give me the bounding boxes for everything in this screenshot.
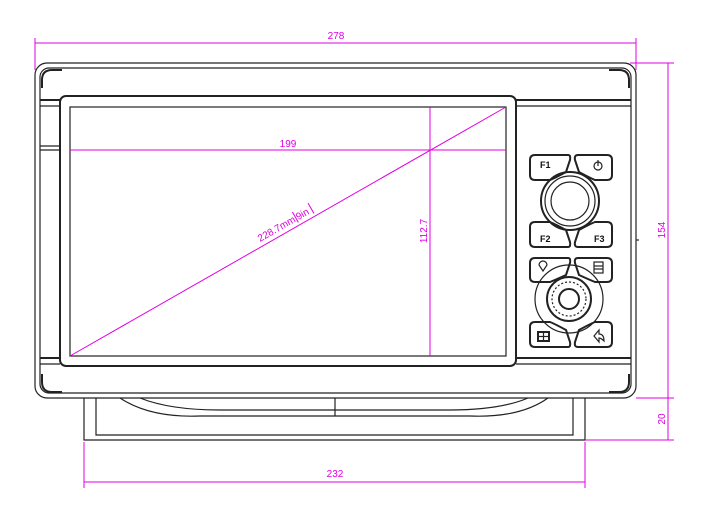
back-arrow-icon bbox=[593, 328, 605, 344]
corner-tr bbox=[609, 69, 630, 88]
joystick-ring[interactable] bbox=[540, 171, 600, 231]
f2-label: F2 bbox=[540, 234, 551, 244]
menu-button[interactable] bbox=[573, 257, 613, 283]
dim-label-278: 278 bbox=[328, 31, 345, 42]
dim-stand-height: 20 bbox=[585, 398, 674, 441]
device-body bbox=[34, 62, 637, 399]
corner-br bbox=[609, 374, 630, 393]
pages-button[interactable] bbox=[529, 321, 572, 348]
dim-stand-width: 232 bbox=[83, 442, 586, 488]
back-button[interactable] bbox=[573, 321, 613, 348]
f2-button[interactable] bbox=[529, 221, 572, 248]
joystick-center[interactable] bbox=[550, 181, 590, 221]
power-button[interactable] bbox=[573, 154, 613, 181]
stand bbox=[83, 397, 586, 441]
f3-button[interactable] bbox=[573, 221, 613, 248]
rotary-knob[interactable] bbox=[546, 276, 592, 322]
f1-label: F1 bbox=[540, 160, 551, 170]
dim-label-232: 232 bbox=[327, 469, 344, 480]
control-group-bottom bbox=[529, 257, 613, 348]
screen bbox=[69, 106, 507, 357]
power-icon bbox=[593, 160, 603, 171]
control-group-top: F1 F2 F3 bbox=[529, 154, 613, 248]
dim-width-total: 278 bbox=[34, 31, 637, 70]
screen-dimensions: 199 112.7 228.7mm 9in bbox=[69, 106, 507, 357]
dim-label-154: 154 bbox=[657, 221, 668, 238]
f3-label: F3 bbox=[594, 234, 605, 244]
dim-label-112-7: 112.7 bbox=[419, 218, 430, 243]
grid-icon bbox=[537, 331, 550, 342]
menu-icon bbox=[593, 261, 604, 274]
dim-label-199: 199 bbox=[280, 139, 297, 150]
screen-bezel bbox=[59, 95, 517, 367]
dim-label-20: 20 bbox=[657, 413, 668, 425]
corner-tl bbox=[41, 69, 62, 88]
waypoint-button[interactable] bbox=[529, 257, 572, 283]
corner-bl bbox=[41, 374, 62, 393]
pin-icon bbox=[538, 260, 548, 273]
